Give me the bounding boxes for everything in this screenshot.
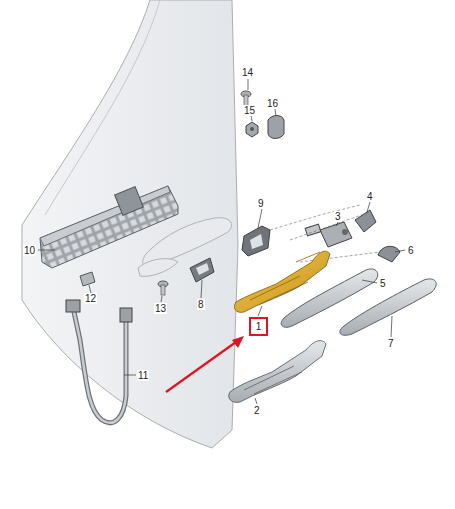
callout-number: 2	[253, 405, 261, 416]
gasket	[190, 258, 214, 282]
lock-cylinder	[305, 222, 352, 247]
callout-number: 12	[84, 293, 97, 304]
gasket-hole	[196, 263, 209, 275]
callout-number: 3	[334, 211, 342, 222]
bowden-cable	[66, 300, 132, 423]
callout-number: 5	[379, 278, 387, 289]
callout-number: 14	[241, 67, 254, 78]
cover-cap	[378, 246, 400, 262]
callout-number: 6	[407, 245, 415, 256]
clip	[80, 272, 95, 286]
door-panel	[22, 0, 238, 448]
callout-number: 15	[243, 105, 256, 116]
callout-number: 16	[266, 98, 279, 109]
callout-number: 13	[154, 303, 167, 314]
callout-number: 8	[197, 299, 205, 310]
handle-carrier-rib	[250, 252, 320, 304]
carrier-bracket	[40, 186, 178, 268]
callout-number: 9	[257, 198, 265, 209]
pointer-arrow	[166, 336, 244, 392]
callout-number: 1	[256, 321, 262, 332]
callout-number: 7	[387, 338, 395, 349]
handle-carrier	[229, 341, 326, 403]
callout-number: 10	[23, 245, 36, 256]
handle-carrier-rib	[244, 366, 302, 394]
cover-cap	[268, 116, 284, 139]
handle-recess	[138, 259, 178, 277]
highlight-box: 1	[249, 317, 268, 336]
bracket-block	[115, 187, 144, 216]
leader-line	[38, 79, 405, 404]
door-crease	[45, 0, 160, 215]
nut	[246, 122, 258, 137]
gasket	[242, 226, 270, 256]
screw	[158, 281, 168, 295]
callout-number: 11	[137, 370, 149, 381]
door-handle	[340, 279, 436, 335]
callout-number: 4	[366, 191, 374, 202]
gasket-hole	[250, 234, 263, 249]
carrier-bracket-face	[40, 186, 170, 246]
